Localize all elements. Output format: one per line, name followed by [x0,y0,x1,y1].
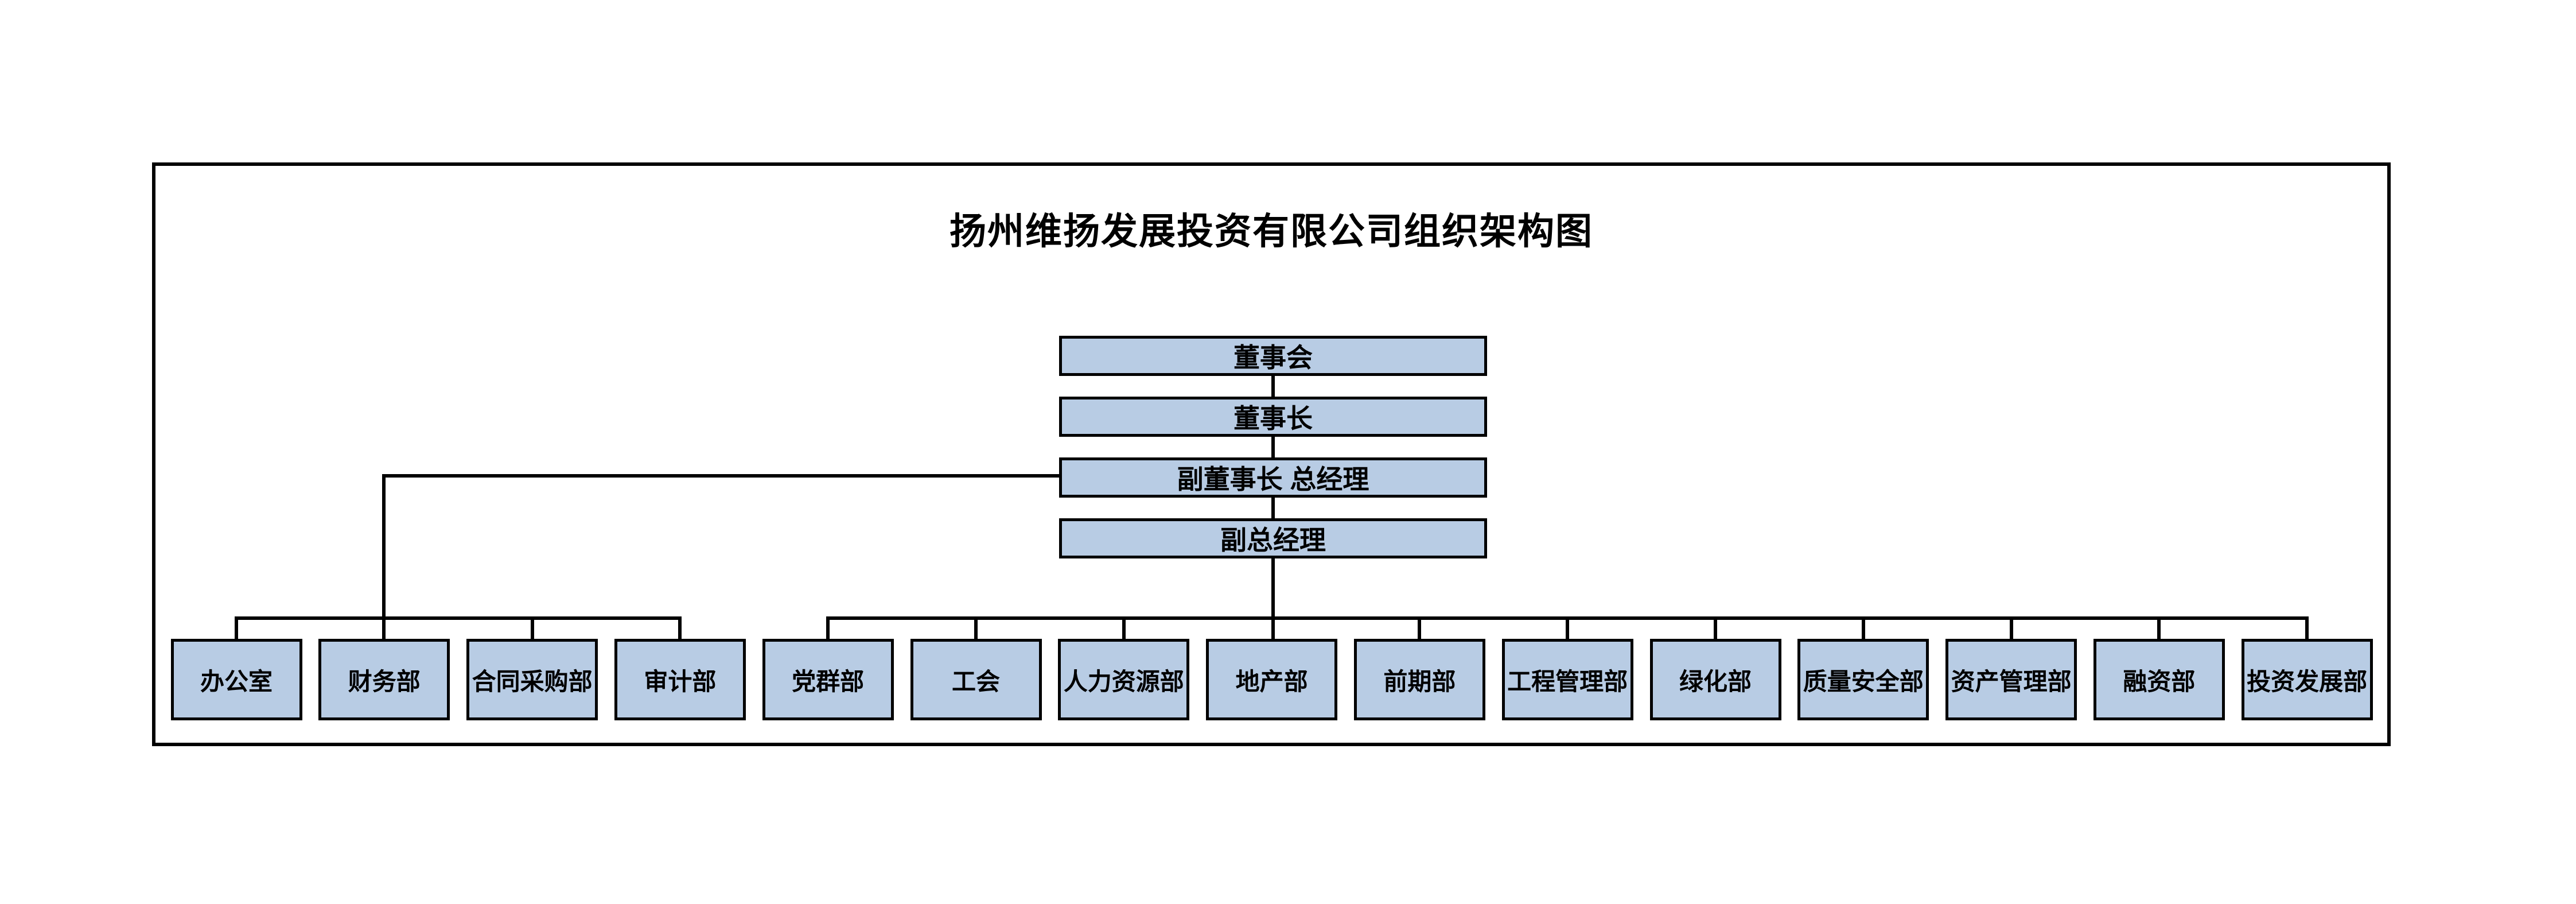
exec-node: 副总经理 [1059,518,1487,558]
dept-node: 绿化部 [1649,639,1781,720]
dept-node: 质量安全部 [1797,639,1929,720]
exec-node: 董事会 [1059,336,1487,376]
dept-node: 地产部 [1206,639,1338,720]
connector-line [1122,616,1126,641]
dept-node: 资产管理部 [1945,639,2077,720]
connector-line [1418,616,1422,641]
dept-node: 审计部 [614,639,746,720]
connector-line [2305,616,2309,641]
connector-line [382,474,386,641]
connector-line [826,616,830,641]
connector-line [1271,498,1275,518]
dept-node: 融资部 [2093,639,2225,720]
exec-node: 董事长 [1059,397,1487,437]
dept-node: 投资发展部 [2241,639,2373,720]
org-chart-frame [152,162,2391,746]
connector-line [2157,616,2161,641]
dept-node: 财务部 [318,639,450,720]
connector-line [1271,558,1275,641]
connector-line [1566,616,1570,641]
dept-node: 前期部 [1353,639,1485,720]
dept-node: 办公室 [170,639,302,720]
connector-line [1714,616,1717,641]
dept-node: 人力资源部 [1058,639,1190,720]
connector-line [382,474,1059,478]
connector-line [1861,616,1865,641]
dept-node: 合同采购部 [466,639,598,720]
connector-line [1271,437,1275,457]
dept-node: 工会 [910,639,1042,720]
connector-line [1271,376,1275,397]
connector-line [678,616,682,641]
connector-line [2009,616,2013,641]
connector-line [235,616,238,641]
connector-line [235,616,682,620]
exec-node: 副董事长 总经理 [1059,457,1487,498]
dept-node: 党群部 [762,639,894,720]
chart-title: 扬州维扬发展投资有限公司组织架构图 [950,211,1593,252]
connector-line [530,616,534,641]
dept-node: 工程管理部 [1501,639,1633,720]
connector-line [974,616,978,641]
